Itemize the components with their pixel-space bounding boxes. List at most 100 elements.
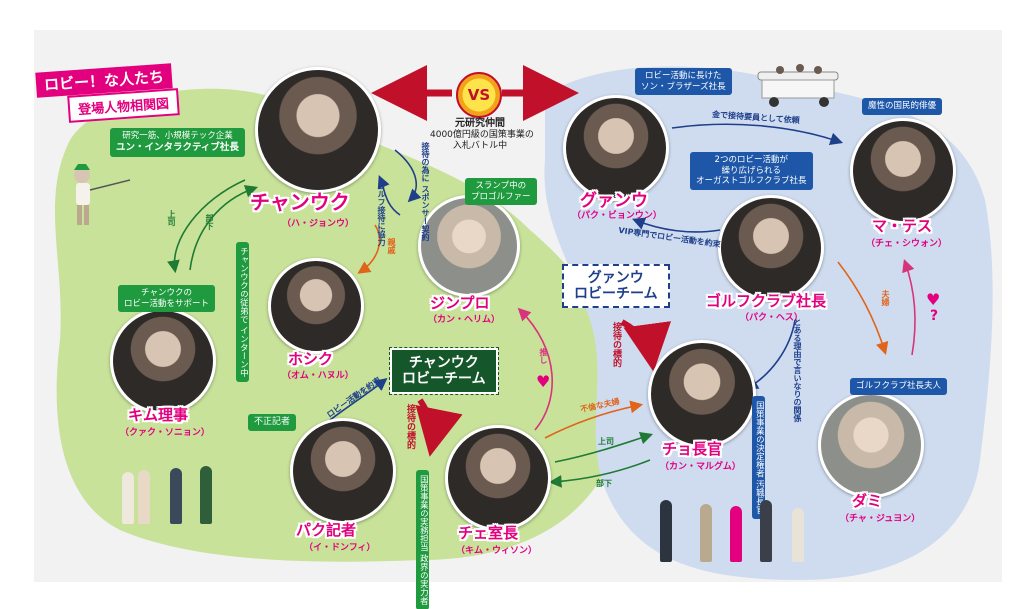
gwangu-photo <box>563 95 669 201</box>
rel-relatives: 親戚 <box>387 238 396 254</box>
rel-help: ゴルフ接待に協力 <box>377 182 386 246</box>
changuk-tag-line1: 研究一筋、小規模テック企業 <box>122 131 233 141</box>
arrow-boss2 <box>554 431 654 463</box>
dami-name: ダミ <box>852 492 883 510</box>
park-actor: （イ・ドンフィ） <box>304 543 376 553</box>
figure <box>660 500 672 562</box>
golf-tag: 2つのロビー活動が 繰り広げられる オーガストゴルフクラブ社長 <box>690 152 813 190</box>
chan-team-label: チャンウク ロビーチーム <box>389 346 499 396</box>
rel-boss2: 上司 <box>598 437 614 446</box>
question-icon: ? <box>930 308 939 324</box>
cho-actor: （カン・マルグム） <box>660 462 741 472</box>
golf-actor: （パク・ヘス） <box>740 313 803 323</box>
rel-entertain-chan: 接待の標的 <box>405 404 415 449</box>
gwangu-tag-line2: ソン・ブラザーズ社長 <box>641 81 726 92</box>
rel-couple: 夫婦 <box>881 290 890 306</box>
vs-note: 元研究仲間 4000億円級の国策事業の 入札バトル中 <box>430 118 534 152</box>
kim-name: キム理事 <box>128 406 189 424</box>
figure <box>730 506 742 562</box>
dami-photo <box>818 392 924 498</box>
kim-tag-line2: ロビー活動をサポート <box>124 298 210 309</box>
gwangu-actor: （パク・ビョンウン） <box>572 211 662 221</box>
golf-tag-line1: 2つのロビー活動が <box>714 155 788 165</box>
figure <box>122 472 134 524</box>
vs-note-body-1: 4000億円級の国策事業の <box>430 130 534 140</box>
changuk-tag-line2: ユン・インタラクティブ社長 <box>116 141 239 153</box>
arrow-relatives <box>357 224 381 274</box>
figure <box>792 508 804 562</box>
arrow-couple <box>837 261 889 356</box>
gwangu-name: グァンウ <box>580 191 648 211</box>
arrow-oshi <box>517 307 553 431</box>
vs-note-heading: 元研究仲間 <box>455 118 505 129</box>
changuk-photo <box>255 67 381 193</box>
cho-name: チョ長官 <box>662 440 723 458</box>
cho-tag: 国策事業の決定権者 汚職長官 <box>752 396 766 520</box>
gwangu-tag-line1: ロビー活動に長けた <box>645 71 722 81</box>
arrow-affair <box>544 400 644 439</box>
rel-sponsor: 接待の為に スポンサー契約 <box>421 142 430 241</box>
arrow-subordinate <box>189 185 259 271</box>
cho-photo <box>648 340 756 448</box>
rel-subordinate: 部下 <box>205 214 214 230</box>
kim-tag-line1: チャンウクの <box>141 288 192 298</box>
chan-team-line1: チャンウク <box>408 355 479 371</box>
arrow-sponsor <box>394 149 422 203</box>
choe-tag: 国策事業の実務担当 政界の実力者 <box>416 470 430 609</box>
arrow-entertain-chan <box>415 398 463 457</box>
choe-photo <box>445 425 551 531</box>
golf-name: ゴルフクラブ社長 <box>706 292 827 310</box>
arrow-lobby-park <box>329 378 388 421</box>
rel-entertain-gwan: 接待の標的 <box>611 322 621 367</box>
choe-name: チェ室長 <box>458 524 519 542</box>
arrow-dami-mates <box>902 258 916 356</box>
golf-cart-illustration <box>757 64 839 107</box>
figure <box>760 500 772 562</box>
mates-tag: 魔性の国民的俳優 <box>862 98 943 115</box>
heart-icon-dami: ♥ <box>926 290 941 309</box>
gwan-team-label: グァンウ ロビーチーム <box>562 264 670 309</box>
rel-golf-cho: とある理由で言いなりの関係 <box>793 318 802 422</box>
changuk-actor: （ハ・ジョンウ） <box>282 219 355 229</box>
vs-note-body-2: 入札バトル中 <box>452 140 508 151</box>
jinpro-photo <box>418 195 520 297</box>
park-name: パク記者 <box>296 521 357 539</box>
figure <box>700 504 712 562</box>
figure <box>200 466 212 524</box>
arrow-vip <box>632 217 721 233</box>
golf-tag-line2: 繰り広げられる <box>721 165 782 176</box>
mates-name: マ・テス <box>872 217 933 235</box>
rel-subordinate2: 部下 <box>596 479 612 488</box>
arrow-boss <box>167 179 246 274</box>
arrow-subordinate2 <box>548 459 651 488</box>
jinpro-tag-line2: プロゴルファー <box>471 191 531 202</box>
golf-photo <box>718 195 824 301</box>
mates-photo <box>850 118 956 224</box>
figure <box>170 468 182 524</box>
mates-actor: （チェ・シウォン） <box>866 239 948 249</box>
figure <box>138 470 150 524</box>
hosik-tag: チャンウクの従弟で インターン中 <box>236 242 250 383</box>
hosik-name: ホシク <box>288 350 334 368</box>
changuk-name: チャンウク <box>250 190 350 214</box>
arrow-help <box>377 175 401 216</box>
hosik-actor: （オム・ハヌル） <box>282 371 354 381</box>
gwangu-tag: ロビー活動に長けた ソン・ブラザーズ社長 <box>635 68 732 96</box>
arrow-hire <box>671 123 844 145</box>
gwan-team-line1: グァンウ <box>587 270 644 286</box>
kim-actor: （クァク・ソニョン） <box>120 428 210 438</box>
jinpro-tag: スランプ中の プロゴルファー <box>465 178 537 206</box>
rel-boss: 上司 <box>167 210 176 226</box>
choe-actor: （キム・ウィソン） <box>456 546 538 556</box>
vs-badge: VS <box>456 72 502 118</box>
jinpro-actor: （カン・ヘリム） <box>428 315 501 325</box>
kim-photo <box>110 308 216 414</box>
rel-oshi: 推し <box>539 348 548 364</box>
golfer-illustration <box>74 164 131 225</box>
jinpro-name: ジンプロ <box>430 294 490 312</box>
dami-tag: ゴルフクラブ社長夫人 <box>850 378 948 395</box>
kim-tag: チャンウクの ロビー活動をサポート <box>118 285 216 313</box>
gwan-team-line2: ロビーチーム <box>574 286 658 303</box>
